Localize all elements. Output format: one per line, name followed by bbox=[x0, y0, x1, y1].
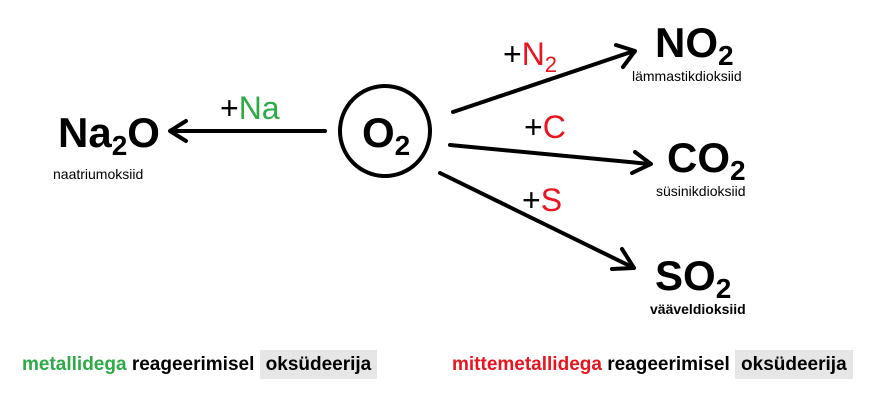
no2-part-a: NO bbox=[655, 19, 718, 66]
footer-metals-plain: reageerimisel bbox=[131, 354, 255, 375]
so2-subscript: 2 bbox=[715, 273, 732, 304]
reagent-s: +S bbox=[522, 184, 562, 216]
reagent-c-symbol: C bbox=[542, 109, 566, 145]
arrow-to-na2o bbox=[168, 119, 327, 143]
no2-subscript: 2 bbox=[718, 40, 734, 71]
reagent-na-sign: + bbox=[220, 90, 239, 126]
name-no2: lämmastikdioksiid bbox=[632, 68, 742, 84]
na2o-part-b: O bbox=[127, 109, 160, 156]
arrow-to-no2 bbox=[451, 43, 637, 114]
reagent-n2-letter: N bbox=[521, 36, 545, 72]
product-co2: CO2 bbox=[667, 134, 746, 185]
footer-metals-colored: metallidega bbox=[22, 354, 127, 375]
arrow-to-co2 bbox=[448, 143, 653, 175]
center-subscript: 2 bbox=[394, 130, 411, 161]
reagent-n2: +N2 bbox=[503, 36, 557, 76]
footer-nonmetals-plain: reageerimisel bbox=[607, 354, 730, 375]
reagent-s-symbol: S bbox=[540, 182, 563, 218]
footer-nonmetals: mittemetallidega reageerimisel oksüdeeri… bbox=[452, 350, 853, 379]
footer-nonmetals-colored: mittemetallidega bbox=[452, 354, 602, 375]
name-na2o: naatriumoksiid bbox=[53, 166, 144, 182]
co2-part-a: CO bbox=[667, 134, 730, 181]
name-co2: süsinikdioksiid bbox=[656, 183, 746, 199]
reagent-n2-subscript: 2 bbox=[544, 52, 558, 77]
footer-nonmetals-highlight: oksüdeerija bbox=[735, 350, 853, 379]
center-element: O bbox=[362, 109, 395, 156]
center-formula-o2: O2 bbox=[362, 109, 410, 160]
so2-part-a: SO bbox=[655, 252, 716, 299]
name-so2: vääveldioksiid bbox=[650, 301, 746, 317]
reagent-c: +C bbox=[524, 111, 566, 143]
reagent-na: +Na bbox=[220, 92, 280, 124]
reagent-c-sign: + bbox=[524, 109, 543, 145]
na2o-subscript: 2 bbox=[111, 130, 128, 161]
arrow-to-so2 bbox=[438, 171, 636, 271]
oxygen-circle bbox=[338, 84, 432, 178]
co2-subscript: 2 bbox=[730, 155, 746, 186]
footer-metals-highlight: oksüdeerija bbox=[259, 350, 378, 379]
reagent-s-sign: + bbox=[522, 182, 541, 218]
reagent-n2-sign: + bbox=[503, 36, 522, 72]
reagent-n2-symbol: N2 bbox=[521, 36, 557, 76]
product-na2o: Na2O bbox=[58, 109, 160, 160]
na2o-part-a: Na bbox=[58, 109, 112, 156]
product-so2: SO2 bbox=[655, 252, 731, 303]
product-no2: NO2 bbox=[655, 19, 734, 70]
footer-metals: metallidega reageerimisel oksüdeerija bbox=[22, 350, 378, 379]
reagent-na-symbol: Na bbox=[238, 90, 280, 126]
